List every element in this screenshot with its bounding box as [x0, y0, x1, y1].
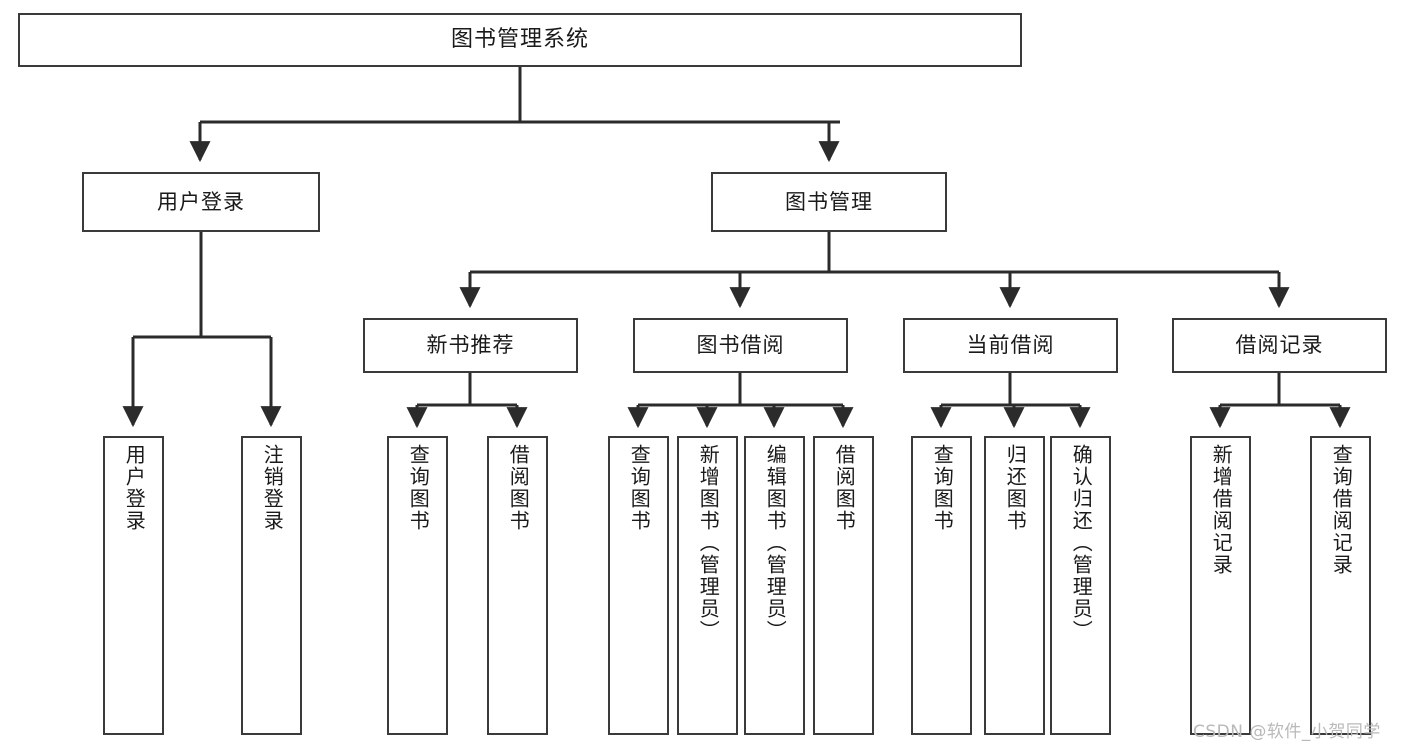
node-new-book-rec[interactable]: 新书推荐 [363, 318, 578, 373]
csdn-watermark: CSDN @软件_小贺同学 [1193, 722, 1381, 742]
leaf-logout-label: 注销登录 [260, 444, 285, 532]
node-user-login-label: 用户登录 [157, 189, 245, 214]
node-root-label: 图书管理系统 [450, 27, 589, 53]
leaf-borrow-book-bor-label: 借阅图书 [832, 444, 857, 532]
node-book-manage-label: 图书管理 [785, 189, 873, 214]
node-book-borrow[interactable]: 图书借阅 [633, 318, 848, 373]
node-current-borrow[interactable]: 当前借阅 [903, 318, 1118, 373]
node-current-borrow-label: 当前借阅 [966, 333, 1055, 358]
leaf-borrow-book-bor[interactable]: 借阅图书 [813, 436, 874, 735]
leaf-add-book-label: 新增图书（管理员） [696, 444, 721, 642]
leaf-add-record-label: 新增借阅记录 [1209, 444, 1234, 576]
leaf-query-record[interactable]: 查询借阅记录 [1310, 436, 1371, 735]
node-borrow-record-label: 借阅记录 [1235, 333, 1324, 358]
leaf-confirm-return-label: 确认归还（管理员） [1069, 444, 1094, 642]
leaf-edit-book[interactable]: 编辑图书（管理员） [744, 436, 805, 735]
leaf-edit-book-label: 编辑图书（管理员） [763, 444, 788, 642]
leaf-query-book-cur-label: 查询图书 [930, 444, 955, 532]
leaf-return-book[interactable]: 归还图书 [984, 436, 1045, 735]
leaf-borrow-book-rec[interactable]: 借阅图书 [487, 436, 548, 735]
node-root[interactable]: 图书管理系统 [18, 13, 1022, 67]
leaf-query-record-label: 查询借阅记录 [1329, 444, 1354, 576]
node-new-book-rec-label: 新书推荐 [426, 333, 515, 358]
leaf-user-login[interactable]: 用户登录 [103, 436, 164, 735]
leaf-user-login-label: 用户登录 [122, 444, 147, 532]
leaf-query-book-bor[interactable]: 查询图书 [608, 436, 669, 735]
leaf-query-book-cur[interactable]: 查询图书 [911, 436, 972, 735]
node-user-login[interactable]: 用户登录 [82, 172, 320, 232]
leaf-query-book-rec[interactable]: 查询图书 [387, 436, 448, 735]
leaf-logout[interactable]: 注销登录 [241, 436, 302, 735]
leaf-confirm-return[interactable]: 确认归还（管理员） [1050, 436, 1111, 735]
node-borrow-record[interactable]: 借阅记录 [1172, 318, 1387, 373]
leaf-return-book-label: 归还图书 [1003, 444, 1028, 532]
node-book-borrow-label: 图书借阅 [696, 333, 785, 358]
leaf-query-book-bor-label: 查询图书 [627, 444, 652, 532]
leaf-borrow-book-rec-label: 借阅图书 [506, 444, 531, 532]
leaf-add-record[interactable]: 新增借阅记录 [1190, 436, 1251, 735]
leaf-query-book-rec-label: 查询图书 [406, 444, 431, 532]
node-book-manage[interactable]: 图书管理 [711, 172, 947, 232]
leaf-add-book[interactable]: 新增图书（管理员） [677, 436, 738, 735]
